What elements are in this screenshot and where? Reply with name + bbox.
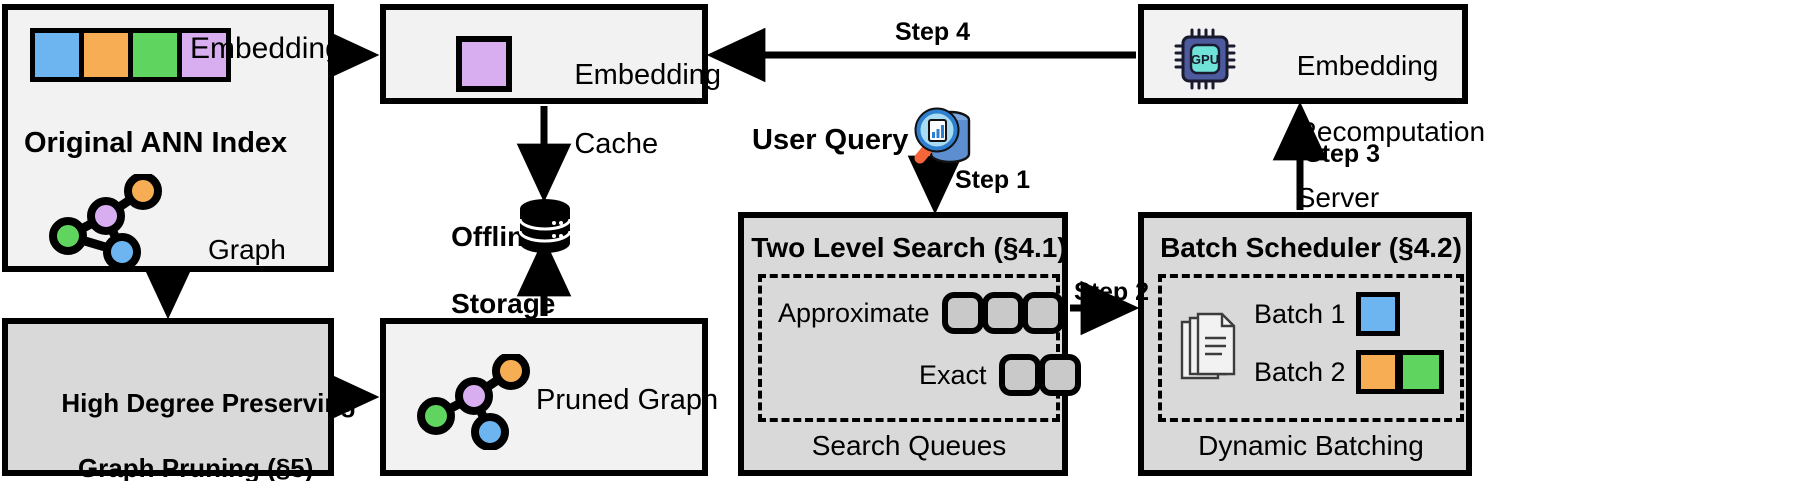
step-1-label: Step 1 [955, 166, 1031, 194]
step-3-label: Step 3 [1305, 140, 1381, 168]
offline-storage-line2: Storage [451, 287, 556, 319]
queue-slot [1021, 292, 1064, 334]
queue-slot [941, 292, 984, 334]
cache-embedding-swatch [456, 36, 512, 92]
batch-1-label: Batch 1 [1254, 298, 1346, 329]
two-level-search-box: Two Level Search (§4.1) Approximate Exac… [738, 212, 1081, 476]
step-4-label: Step 4 [895, 18, 971, 46]
graph-label: Graph [208, 234, 286, 265]
batch-scheduler-box: Batch Scheduler (§4.2) Batch 1 [1138, 212, 1472, 476]
approximate-queue-slots [941, 292, 1064, 334]
original-ann-index-box: Embedding Original ANN Index Graph [2, 4, 342, 272]
documents-stack-icon [1180, 312, 1236, 380]
batch-2-swatch-green [1399, 350, 1444, 394]
embedding-cache-box: Embedding Cache [380, 4, 721, 160]
gpu-icon-text: GPU [1191, 52, 1219, 67]
batch-scheduler-title: Batch Scheduler (§4.2) [1160, 232, 1462, 263]
queue-slot [981, 292, 1024, 334]
approximate-queue-row: Approximate [778, 292, 1064, 334]
recomputation-server-title: Embedding Recomputation Server [1250, 16, 1485, 247]
batch-2-row: Batch 2 [1254, 350, 1444, 394]
recomputation-server-line1: Embedding [1296, 50, 1439, 82]
dynamic-batching-footer: Dynamic Batching [1198, 430, 1424, 461]
pruned-graph-icon [417, 354, 530, 450]
embedding-swatch-orange [84, 33, 133, 77]
batch-2-swatch-orange [1355, 350, 1400, 394]
search-queues-footer: Search Queues [811, 430, 1007, 461]
database-cylinder-icon [519, 199, 571, 253]
embedding-swatch-green [133, 33, 182, 77]
exact-queue-label: Exact [919, 359, 987, 390]
user-query-label: User Query [752, 124, 909, 156]
gpu-chip-icon: GPU [1174, 28, 1236, 90]
dynamic-batching-group: Batch 1 Batch 2 [1158, 274, 1464, 422]
embedding-swatch-purple [182, 33, 226, 77]
step-2-label: Step 2 [1074, 278, 1150, 306]
embedding-cache-title-line1: Embedding [574, 59, 722, 92]
pruned-graph-label: Pruned Graph [536, 384, 719, 416]
batch-1-swatch-blue [1355, 292, 1400, 336]
original-graph-icon [49, 174, 162, 270]
ann-index-title: Original ANN Index [24, 127, 288, 159]
approximate-queue-label: Approximate [778, 297, 930, 328]
pruning-line1: High Degree Preserving [61, 387, 357, 418]
recomputation-server-line3: Server [1296, 182, 1380, 214]
graph-pruning-box: High Degree Preserving Graph Pruning (§5… [2, 318, 356, 481]
embedding-cache-title-line2: Cache [574, 127, 659, 160]
magnifier-over-database-icon [914, 107, 971, 164]
embedding-recomputation-server-box: GPU Embedding Recomputation Server [1138, 4, 1485, 213]
embedding-label: Embedding [190, 32, 342, 65]
embedding-cache-title: Embedding Cache [526, 24, 721, 195]
batch-2-label: Batch 2 [1254, 356, 1346, 387]
queue-slot [998, 354, 1041, 396]
pruning-text: High Degree Preserving Graph Pruning (§5… [18, 354, 356, 481]
exact-queue-slots [998, 354, 1081, 396]
pruning-line2: Graph Pruning (§5) [77, 452, 314, 481]
search-queues-group: Approximate Exact [758, 274, 1081, 422]
recomputation-server-line2: Recomputation [1296, 116, 1486, 148]
embedding-vector-swatches [30, 28, 231, 82]
batch-1-row: Batch 1 [1254, 292, 1400, 336]
exact-queue-row: Exact [778, 354, 1081, 396]
two-level-search-title: Two Level Search (§4.1) [751, 232, 1067, 263]
queue-slot [1038, 354, 1081, 396]
pruned-graph-box: Pruned Graph [380, 318, 718, 476]
embedding-swatch-blue [35, 33, 84, 77]
